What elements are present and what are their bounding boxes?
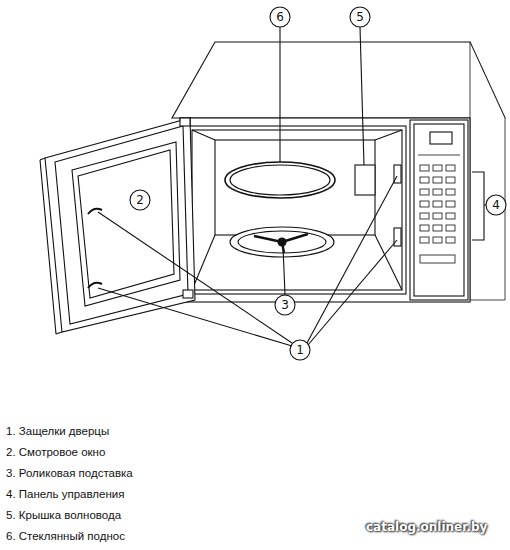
part-list-item: 2. Смотровое окно: [6, 446, 105, 458]
part-list-item: 6. Стеклянный поднос: [6, 530, 125, 542]
callout-number: 1: [290, 340, 310, 360]
part-list-item: 3. Роликовая подставка: [6, 467, 133, 479]
callout-number: 2: [130, 190, 150, 210]
part-list-item: 5. Крышка волновода: [6, 509, 121, 521]
callout-number: 5: [350, 7, 370, 27]
callout-number: 3: [275, 295, 295, 315]
callout-number: 4: [486, 195, 506, 215]
callout-number: 6: [270, 7, 290, 27]
part-list-item: 4. Панель управления: [6, 488, 124, 500]
watermark: catalog.onliner.by: [366, 520, 487, 534]
part-list-item: 1. Защелки дверцы: [6, 425, 109, 437]
